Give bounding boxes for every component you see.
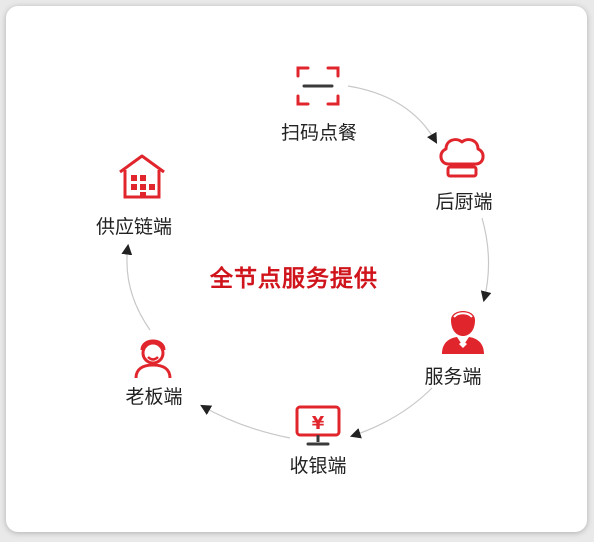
node-label-kitchen: 后厨端 (435, 191, 493, 213)
arrow-cashier-to-boss (200, 404, 291, 439)
arrow-boss-to-supply (121, 243, 151, 331)
chef-hat-icon (436, 134, 488, 182)
boss-icon (133, 336, 173, 380)
arrow-scan-to-kitchen (347, 85, 438, 144)
node-label-supply-chain: 供应链端 (95, 216, 173, 238)
warehouse-icon (116, 152, 168, 200)
waiter-icon (438, 300, 488, 356)
cashier-monitor-icon: ¥ (294, 404, 342, 448)
arrow-service-to-cashier (349, 387, 433, 439)
node-label-service: 服务端 (424, 366, 482, 388)
node-label-cashier: 收银端 (289, 455, 347, 477)
arrow-kitchen-to-service (480, 217, 492, 303)
center-title: 全节点服务提供 (210, 266, 378, 292)
diagram-card (6, 6, 587, 532)
node-label-boss: 老板端 (125, 386, 183, 408)
node-label-scan-order: 扫码点餐 (280, 122, 358, 144)
scan-icon (294, 62, 342, 110)
svg-text:¥: ¥ (312, 413, 325, 434)
